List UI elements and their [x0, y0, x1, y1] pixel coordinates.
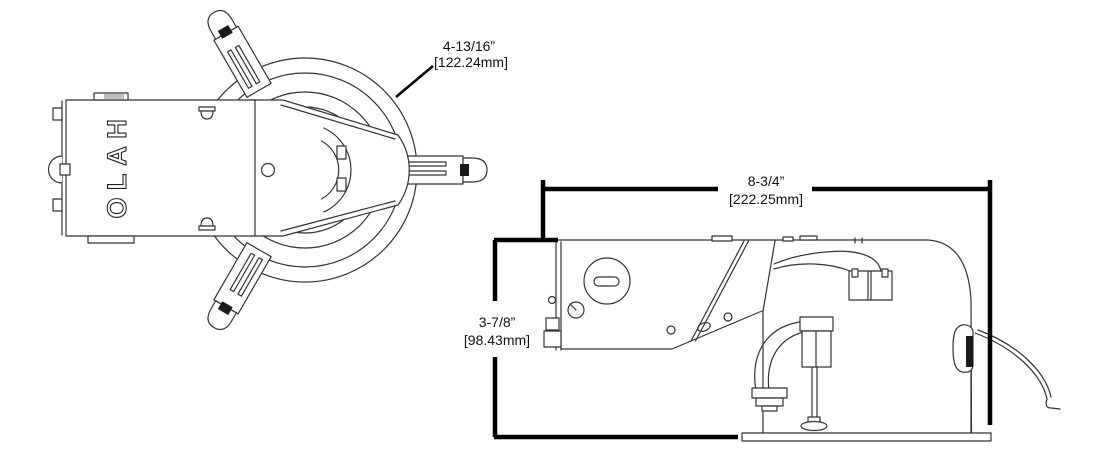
trim-flange	[741, 432, 992, 442]
svg-text:O: O	[102, 197, 132, 218]
aperture-dimension-inches: 4-13/16”	[443, 38, 495, 54]
side-view-housing	[543, 235, 1061, 442]
height-dimension-inches: 3-7/8”	[479, 314, 516, 330]
svg-text:A: A	[102, 146, 132, 166]
svg-text:H: H	[102, 119, 132, 139]
height-dimension-mm: [98.43mm]	[464, 332, 530, 348]
junction-box-top-view: H A L O	[47, 92, 256, 244]
wiring-and-connector	[773, 250, 893, 301]
width-dimension-mm: [222.25mm]	[729, 191, 803, 207]
mounting-arm-upper	[207, 9, 272, 98]
width-dimension-inches: 8-3/4”	[748, 173, 785, 189]
junction-box-side-view	[543, 235, 863, 348]
mounting-arm-right	[396, 155, 488, 185]
aperture-dimension-mm: [122.24mm]	[434, 54, 508, 70]
height-dimension: 3-7/8” [98.43mm]	[464, 237, 738, 440]
halo-logo: H A L O	[101, 119, 132, 219]
mounting-arm-lower	[207, 242, 272, 331]
screw-head-bottom	[198, 217, 216, 231]
mounting-plate	[249, 99, 410, 237]
socket-assembly	[751, 316, 834, 432]
width-dimension: 8-3/4” [222.25mm]	[540, 173, 993, 425]
screw-head-top	[198, 106, 216, 120]
aperture-dimension-callout: 4-13/16” [122.24mm]	[395, 38, 508, 98]
clip-and-wire	[952, 324, 1061, 434]
top-view-housing: H A L O	[47, 9, 488, 331]
svg-text:L: L	[102, 174, 132, 191]
